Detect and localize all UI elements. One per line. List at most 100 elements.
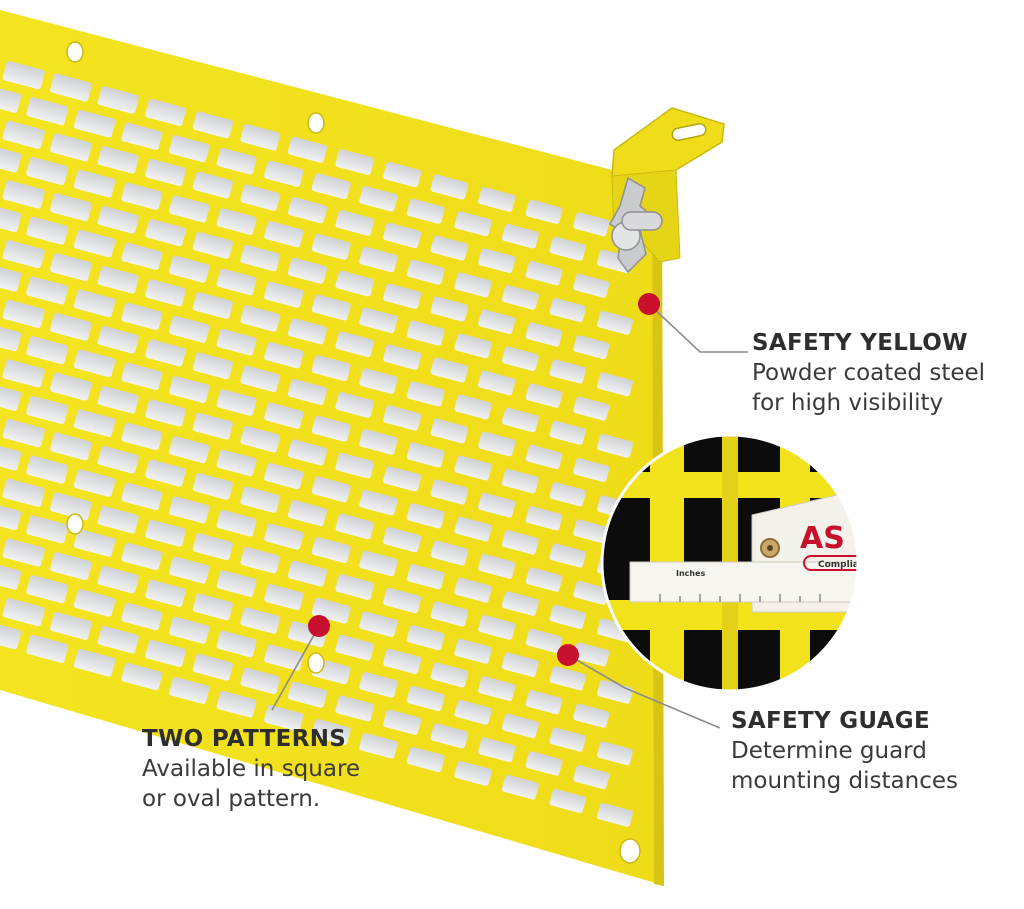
perforation-hole (573, 642, 610, 667)
perforation-hole (73, 109, 116, 138)
perforation-hole (169, 135, 210, 163)
perforation-hole (192, 533, 233, 561)
perforation-hole (50, 193, 92, 222)
perforation-hole (549, 359, 586, 384)
perforation-hole (597, 372, 633, 397)
perforation-hole (383, 709, 422, 735)
perforation-hole (50, 133, 92, 162)
perforation-hole (454, 699, 492, 725)
perforation-hole (287, 560, 328, 587)
perforation-hole (50, 552, 92, 581)
marker-safety-guage (557, 644, 579, 666)
perforation-hole (264, 221, 304, 248)
perforation-hole (359, 368, 398, 394)
perforation-hole (240, 667, 281, 695)
perforation-hole (121, 242, 163, 270)
perforation-hole (2, 419, 45, 448)
perforation-hole (501, 285, 539, 310)
perforation-hole (454, 638, 492, 664)
perforation-hole (454, 577, 492, 603)
perforation-hole (0, 144, 22, 173)
perforation-hole (169, 375, 210, 403)
perforation-hole (478, 431, 516, 457)
perforation-hole (335, 695, 375, 722)
perforation-hole (169, 556, 210, 584)
perforation-hole (359, 185, 398, 212)
perforation-hole (359, 611, 398, 637)
perforation-hole (73, 349, 116, 378)
perforation-hole (121, 422, 163, 451)
perforation-hole (264, 281, 304, 308)
perforation-hole (383, 222, 422, 249)
perforation-hole (430, 296, 469, 322)
callout-title: TWO PATTERNS (142, 726, 347, 752)
perforation-hole (73, 229, 116, 258)
perforation-hole (145, 579, 186, 607)
perforation-hole (573, 580, 610, 605)
perforation-hole (335, 634, 375, 661)
perforation-hole (0, 620, 22, 650)
perforation-hole (573, 765, 610, 790)
perforation-hole (97, 565, 139, 594)
perforation-hole (50, 253, 92, 281)
perforation-hole (0, 501, 22, 531)
perforation-hole (501, 530, 539, 555)
perforation-hole (430, 601, 469, 627)
perforation-hole (97, 146, 139, 174)
perforation-hole (169, 315, 210, 343)
perforation-hole (240, 124, 281, 151)
perforation-hole (478, 248, 516, 274)
perforation-hole (383, 344, 422, 370)
perforation-hole (478, 187, 516, 212)
perforation-hole (240, 486, 281, 513)
callout-description-line: Determine guard (731, 738, 927, 764)
perforation-hole (73, 589, 116, 617)
perforation-hole (216, 509, 257, 537)
perforation-hole (97, 86, 139, 114)
perforation-hole (121, 362, 163, 390)
perforation-hole (573, 212, 610, 237)
perforation-hole (2, 299, 45, 328)
perforation-hole (406, 381, 445, 407)
perforation-hole (525, 322, 563, 347)
perforation-hole (26, 216, 69, 245)
perforation-hole (311, 415, 351, 442)
perforation-hole (121, 482, 163, 511)
perforation-hole (192, 111, 233, 139)
perforation-hole (26, 97, 69, 126)
mount-hole-top-mid (307, 112, 325, 134)
perforation-hole (549, 482, 586, 507)
perforation-hole (264, 342, 304, 369)
perforation-hole (454, 272, 492, 298)
perforation-hole (192, 231, 233, 259)
perforation-hole (145, 459, 186, 487)
perforation-pattern (0, 61, 633, 827)
callout-description-line: for high visibility (752, 390, 944, 416)
perforation-hole (0, 382, 22, 411)
perforation-hole (406, 198, 445, 224)
callout-safety-guage: SAFETY GUAGE Determine guard mounting di… (731, 706, 958, 796)
marker-safety-yellow (638, 293, 660, 315)
callout-description-line: Powder coated steel (752, 360, 986, 386)
perforation-hole (501, 652, 539, 678)
perforation-hole (573, 273, 610, 298)
callout-title: SAFETY GUAGE (731, 708, 930, 734)
mount-hole-bottom-left (66, 513, 84, 535)
guard-panel (0, 10, 664, 886)
perforation-hole (335, 513, 375, 540)
perforation-hole (478, 370, 516, 396)
leader-lines (271, 303, 748, 729)
perforation-hole (192, 653, 233, 681)
perforation-hole (335, 331, 375, 358)
perforation-hole (169, 616, 210, 644)
callout-title: SAFETY YELLOW (752, 330, 968, 356)
perforation-hole (549, 666, 586, 691)
perforation-hole (311, 537, 351, 563)
perforation-hole (478, 309, 516, 335)
perforation-hole (383, 526, 422, 553)
perforation-hole (501, 407, 539, 433)
perforation-hole (240, 546, 281, 574)
perforation-hole (383, 161, 422, 188)
perforation-hole (216, 690, 257, 718)
perforation-hole (383, 283, 422, 309)
